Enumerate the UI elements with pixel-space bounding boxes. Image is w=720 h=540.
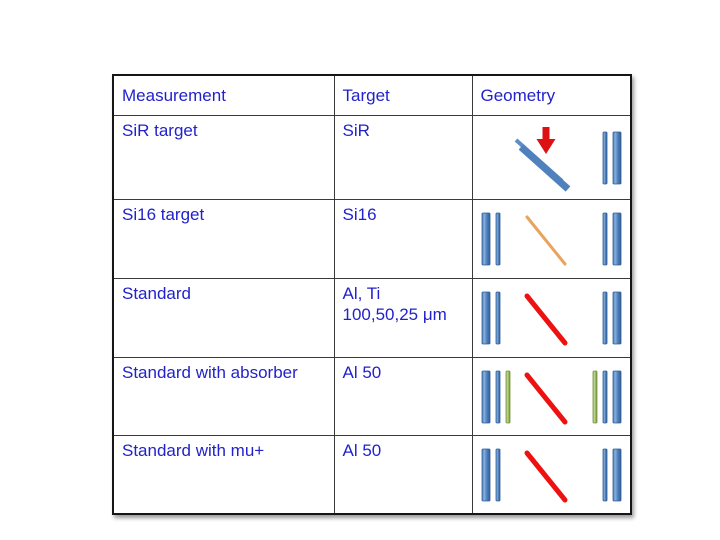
detector-bar bbox=[602, 370, 608, 423]
measurement-standard-absorber: Standard with absorber bbox=[112, 357, 335, 436]
geometry-diagram-si16 bbox=[475, 208, 628, 270]
target-al50-absorber: Al 50 bbox=[333, 357, 473, 436]
beam-arrow-down-icon bbox=[536, 126, 556, 154]
detector-bar bbox=[495, 448, 501, 501]
table-header-row: Measurement Target Geometry bbox=[112, 74, 632, 116]
measurement-standard-mu: Standard with mu+ bbox=[112, 435, 335, 515]
table-row: Standard with absorber Al 50 bbox=[112, 357, 632, 436]
geometry-diagram-absorber bbox=[475, 366, 628, 428]
geometry-diagram-sir bbox=[475, 124, 628, 192]
header-target: Target bbox=[333, 74, 473, 116]
geometry-diagram-mu bbox=[475, 444, 628, 506]
detector-bar bbox=[495, 370, 501, 423]
absorber-bar bbox=[505, 370, 511, 423]
header-measurement: Measurement bbox=[112, 74, 335, 116]
geometry-cell bbox=[471, 115, 632, 200]
detector-bar bbox=[602, 212, 608, 266]
detector-bar bbox=[602, 448, 608, 501]
geometry-cell bbox=[471, 199, 632, 279]
absorber-bar bbox=[592, 370, 598, 423]
detector-bar bbox=[612, 448, 622, 501]
detector-bar bbox=[495, 291, 501, 345]
tilted-target-bar-thick bbox=[518, 143, 571, 192]
measurement-si16-target: Si16 target bbox=[112, 199, 335, 279]
table-row: SiR target SiR bbox=[112, 115, 632, 200]
geometry-cell bbox=[471, 278, 632, 358]
target-sir: SiR bbox=[333, 115, 473, 200]
detector-bar bbox=[612, 131, 622, 184]
geometry-cell bbox=[471, 357, 632, 436]
beam-line bbox=[524, 450, 568, 502]
table-row: Standard Al, Ti 100,50,25 μm bbox=[112, 278, 632, 358]
header-geometry: Geometry bbox=[471, 74, 632, 116]
target-al50-mu: Al 50 bbox=[333, 435, 473, 515]
detector-bar bbox=[481, 291, 491, 345]
detector-bar bbox=[612, 212, 622, 266]
target-si16: Si16 bbox=[333, 199, 473, 279]
target-al-ti: Al, Ti 100,50,25 μm bbox=[333, 278, 473, 358]
measurement-table: Measurement Target Geometry SiR target S… bbox=[112, 74, 632, 515]
beam-line bbox=[524, 293, 568, 346]
beam-line bbox=[525, 215, 567, 266]
beam-line bbox=[524, 372, 568, 424]
detector-bar bbox=[612, 370, 622, 423]
detector-bar bbox=[602, 291, 608, 345]
detector-bar bbox=[481, 448, 491, 501]
measurement-sir-target: SiR target bbox=[112, 115, 335, 200]
detector-bar bbox=[481, 370, 491, 423]
measurement-standard: Standard bbox=[112, 278, 335, 358]
detector-bar bbox=[481, 212, 491, 266]
geometry-cell bbox=[471, 435, 632, 515]
detector-bar bbox=[612, 291, 622, 345]
table-row: Standard with mu+ Al 50 bbox=[112, 435, 632, 515]
detector-bar bbox=[495, 212, 501, 266]
detector-bar bbox=[602, 131, 608, 184]
geometry-diagram-standard bbox=[475, 287, 628, 349]
table-row: Si16 target Si16 bbox=[112, 199, 632, 279]
